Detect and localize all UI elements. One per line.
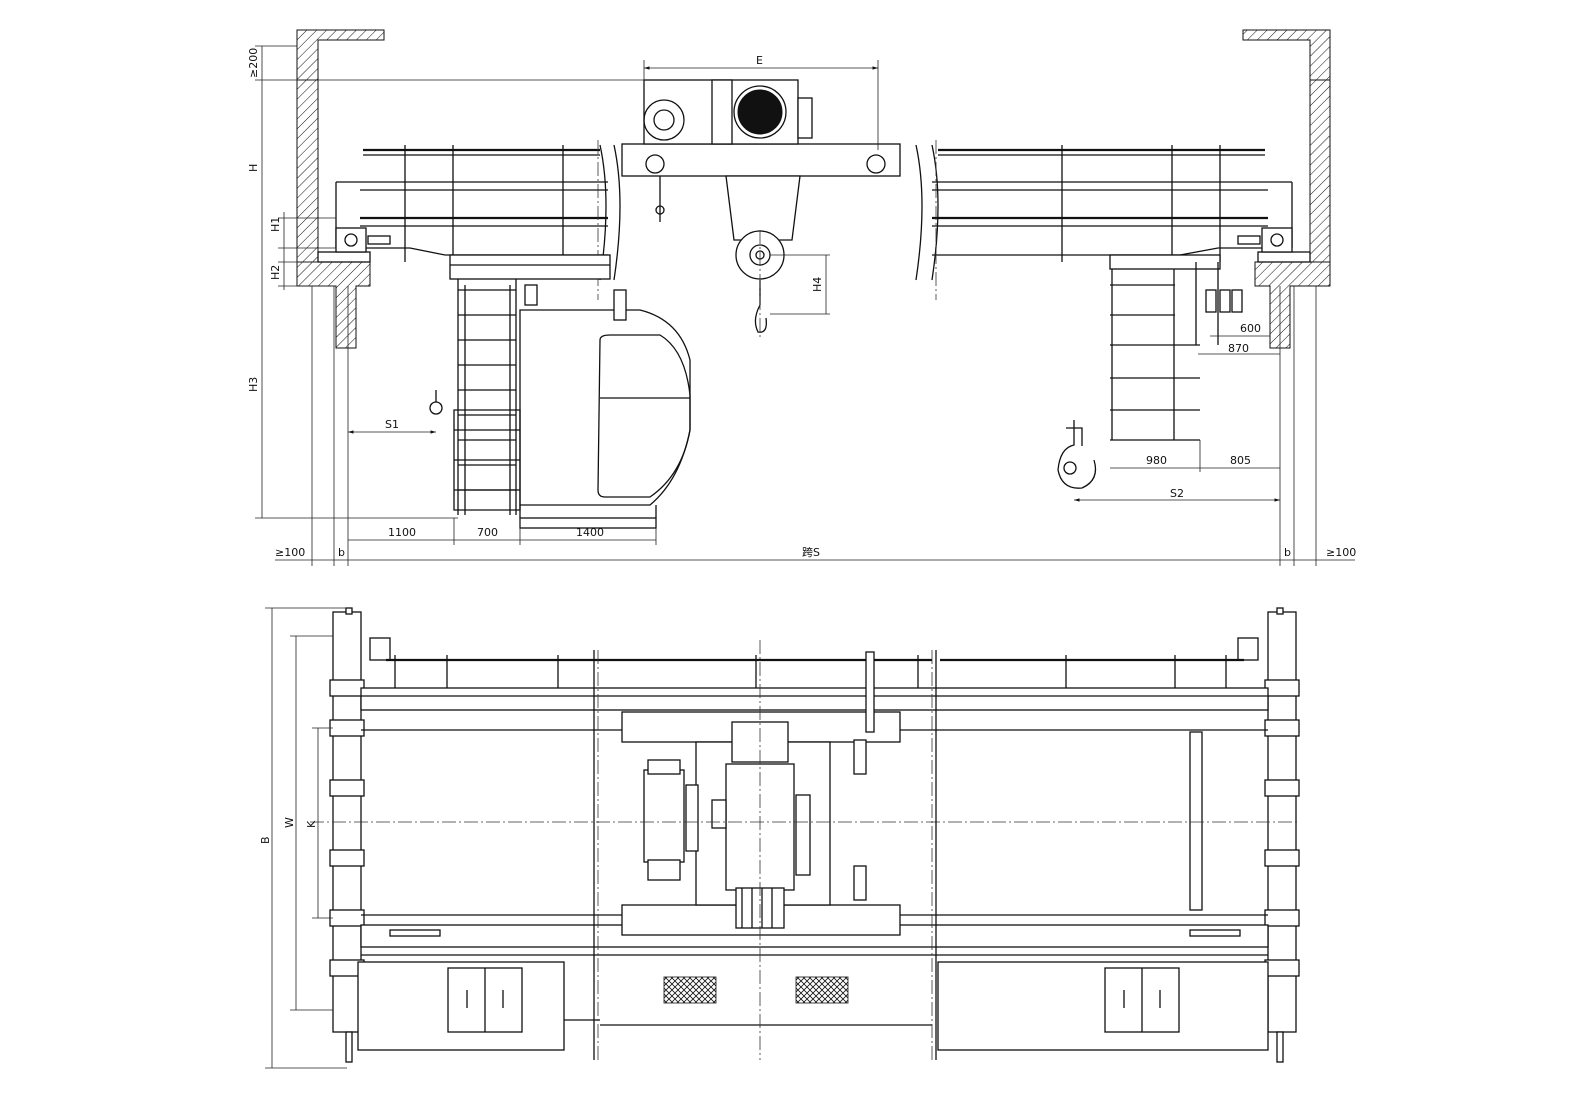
handrail-top [363,145,1265,262]
main-hook [1057,420,1097,489]
dimension-labels: ≥200 H H1 H2 H3 H4 E S1 S2 600 870 980 8… [247,48,1356,559]
dim-805: 805 [1230,454,1251,467]
dim-h2: H2 [269,265,282,280]
dim-h-top: ≥200 [247,48,260,78]
dim-left-100: ≥100 [275,546,305,559]
plan-top-girder [360,655,1269,731]
dim-1100: 1100 [388,526,416,539]
plan-view: B W K [259,607,1300,1069]
dim-b-left: b [338,546,345,559]
dim-600: 600 [1240,322,1261,335]
dim-870: 870 [1228,342,1249,355]
dim-k: K [305,820,318,828]
right-end-carriage [1237,227,1293,253]
plan-walkway [357,961,1269,1051]
dim-h3: H3 [247,377,260,392]
dim-h1: H1 [269,217,282,232]
left-end-carriage [335,227,391,253]
dim-e: E [756,54,763,67]
plan-trolley [621,640,1203,1060]
dim-right-100: ≥100 [1326,546,1356,559]
dim-1400: 1400 [576,526,604,539]
left-ladder [429,279,521,515]
trolley [621,79,901,340]
right-building-wall [1242,29,1331,349]
plan-dimension-labels: B W K [259,817,318,844]
dim-h4: H4 [811,277,824,292]
dim-w: W [283,817,296,828]
dim-s1: S1 [385,418,399,431]
right-ladder [1109,254,1243,441]
left-building-wall [296,29,385,349]
dim-700: 700 [477,526,498,539]
plan-dimension-lines [265,607,347,1069]
dim-b-right: b [1284,546,1291,559]
front-elevation: ≥200 H H1 H2 H3 H4 E S1 S2 600 870 980 8… [247,29,1356,566]
dim-s2: S2 [1170,487,1184,500]
dim-span: 跨S [802,546,820,559]
dim-980: 980 [1146,454,1167,467]
dim-b: B [259,836,272,844]
dim-h: H [247,164,260,172]
dimension-lines [255,45,1355,566]
operator-cab [449,254,691,529]
plan-centerlines [310,650,1300,1060]
